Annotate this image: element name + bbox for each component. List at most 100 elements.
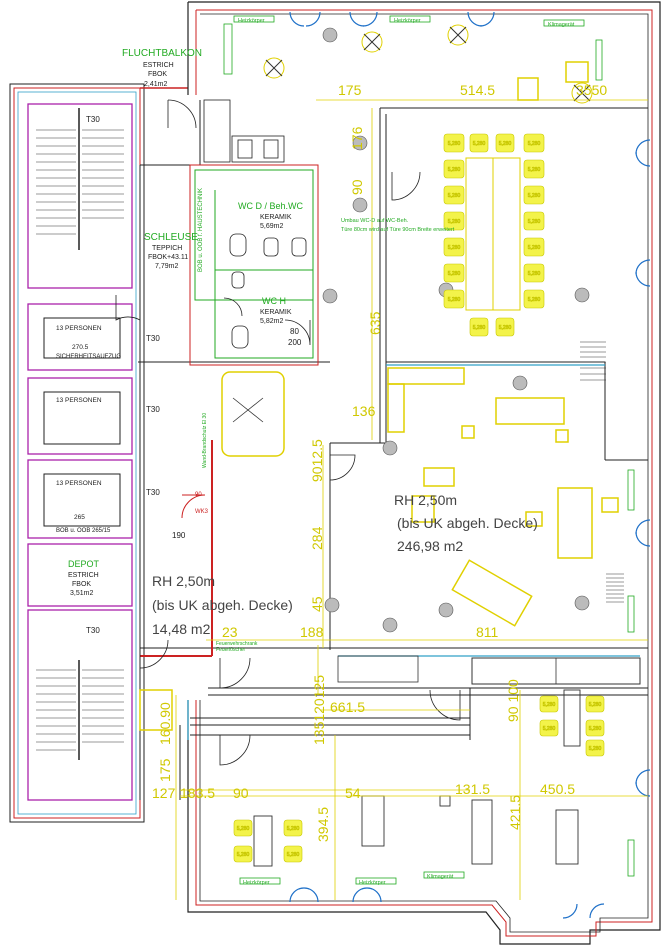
chair-label: 5,280 bbox=[448, 141, 461, 147]
heater-bot-2: Heizkörper bbox=[359, 880, 386, 886]
wc-d-floor: KERAMIK bbox=[260, 214, 292, 221]
desk-chairs: 5,2805,2805,2805,2805,2805,2805,2805,280… bbox=[233, 695, 605, 863]
chair bbox=[495, 133, 515, 153]
chair bbox=[585, 695, 605, 713]
wc-h-area: 5,82m2 bbox=[260, 318, 283, 325]
corridor-area: 14,48 m2 bbox=[152, 621, 211, 637]
chair bbox=[539, 695, 559, 713]
fluchtbalkon-name: FLUCHTBALKON bbox=[122, 48, 202, 59]
kitchenette bbox=[203, 99, 285, 163]
elevator3-label: 13 PERSONEN bbox=[56, 480, 102, 487]
depot-name: DEPOT bbox=[68, 559, 100, 569]
dim-5145: 514.5 bbox=[460, 82, 495, 98]
dim-10010: 90 100 bbox=[505, 679, 521, 722]
schleuse-floor: TEPPICH bbox=[152, 245, 182, 252]
toilets bbox=[229, 233, 307, 349]
dim-1351: 135120125 bbox=[311, 675, 327, 745]
chair bbox=[523, 289, 545, 309]
wc-block bbox=[189, 164, 319, 366]
wc-h-outline bbox=[214, 269, 314, 359]
wc-h-name: WC H bbox=[262, 296, 286, 306]
door-80: 80 bbox=[290, 327, 299, 336]
chair bbox=[469, 317, 489, 337]
outer-walls bbox=[9, 1, 661, 945]
dim-23: 23 bbox=[222, 624, 238, 640]
dimension-texts: 175 514.5 3550 136 811 661.5 127 183.5 9… bbox=[152, 82, 607, 801]
dim-1315: 131.5 bbox=[455, 781, 490, 797]
note-umbau: Umbau WC-D auf WC-Beh. bbox=[341, 218, 409, 224]
chair bbox=[495, 317, 515, 337]
note-feuer2: Feuerlöscher bbox=[216, 647, 246, 653]
lounge-chair-2 bbox=[565, 61, 589, 83]
note-umbau2: Türe 80cm wird auf Türe 90cm Breite erwe… bbox=[341, 227, 455, 233]
chair bbox=[523, 263, 545, 283]
stair-treads-top bbox=[36, 108, 124, 250]
depot-fbok: FBOK bbox=[72, 581, 91, 588]
dim-127: 127 bbox=[152, 785, 176, 801]
dim-136: 136 bbox=[352, 403, 376, 419]
fluchtbalkon-area: 2,41m2 bbox=[144, 81, 167, 88]
chair-label: 5,280 bbox=[448, 219, 461, 225]
stair-treads-bottom bbox=[36, 660, 124, 760]
chair bbox=[523, 185, 545, 205]
fluchtbalkon-fbok: FBOK bbox=[148, 71, 167, 78]
chair bbox=[443, 133, 465, 153]
dim-284: 284 bbox=[309, 526, 325, 550]
chair bbox=[443, 211, 465, 231]
t30-5: T30 bbox=[86, 626, 100, 635]
notes: Umbau WC-D auf WC-Beh. Türe 80cm wird au… bbox=[198, 188, 455, 653]
chair-label: 5,280 bbox=[499, 141, 512, 147]
dimension-lines bbox=[175, 99, 648, 900]
bob-label: BOB u. OOB 265/15 bbox=[56, 528, 111, 534]
chair-label: 5,280 bbox=[528, 193, 541, 199]
t30-3: T30 bbox=[146, 405, 160, 414]
wc-d-outline bbox=[194, 169, 314, 301]
elevator3-dim: 265 bbox=[74, 514, 85, 521]
heaters: Heizkörper Heizkörper Klimagerät Heizkör… bbox=[223, 15, 635, 886]
note-haustechnik: BOB u. OOB f. HAUSTECHNIK bbox=[198, 188, 204, 272]
fire-door bbox=[181, 494, 206, 519]
main-room-note: (bis UK abgeh. Decke) bbox=[397, 515, 538, 531]
chair-label: 5,280 bbox=[528, 271, 541, 277]
chair-label: 5,280 bbox=[528, 297, 541, 303]
vertical-dim-texts: 176 90 635 9012.5 284 45 135120125 160.9… bbox=[157, 126, 523, 842]
wc-d-area: 5,69m2 bbox=[260, 223, 283, 230]
elevator1-sub: SICHERHEITSAUFZUG bbox=[56, 354, 121, 360]
schleuse-area: 7,79m2 bbox=[155, 263, 178, 270]
lamps bbox=[263, 24, 593, 104]
chair-label: 5,280 bbox=[589, 702, 602, 708]
doors bbox=[115, 99, 461, 766]
chair bbox=[233, 819, 253, 837]
schleuse-name: SCHLEUSE bbox=[144, 232, 198, 243]
chair bbox=[523, 133, 545, 153]
note-feuer: Feuerwehrschrank bbox=[216, 641, 258, 647]
columns bbox=[322, 27, 590, 633]
t30-2: T30 bbox=[146, 334, 160, 343]
chair bbox=[443, 263, 465, 283]
door-wk3: WK3 bbox=[195, 509, 209, 515]
chair-label: 5,280 bbox=[237, 852, 250, 858]
main-room-height: RH 2,50m bbox=[394, 492, 457, 508]
chair bbox=[469, 133, 489, 153]
dim-175b: 175 bbox=[157, 758, 173, 782]
depot-area: 3,51m2 bbox=[70, 590, 93, 597]
dim-4215: 421.5 bbox=[507, 795, 523, 830]
door-tags: T30 T30 T30 T30 T30 80 200 90 WK3 190 bbox=[86, 115, 302, 635]
dim-3945: 394.5 bbox=[315, 807, 331, 842]
chair bbox=[233, 845, 253, 863]
t30-1: T30 bbox=[86, 115, 100, 124]
corridor-note: (bis UK abgeh. Decke) bbox=[152, 597, 293, 613]
chair-label: 5,280 bbox=[543, 726, 556, 732]
conference-table bbox=[465, 157, 521, 311]
wc-h-floor: KERAMIK bbox=[260, 309, 292, 316]
chair bbox=[585, 719, 605, 737]
chair bbox=[283, 845, 303, 863]
chair bbox=[443, 237, 465, 257]
main-room-area: 246,98 m2 bbox=[397, 538, 463, 554]
schleuse-fbok: FBOK+43.11 bbox=[148, 254, 188, 261]
chair-label: 5,280 bbox=[528, 167, 541, 173]
elevator2-label: 13 PERSONEN bbox=[56, 397, 102, 404]
chair-label: 5,280 bbox=[237, 826, 250, 832]
dim-190: 190 bbox=[172, 531, 186, 540]
